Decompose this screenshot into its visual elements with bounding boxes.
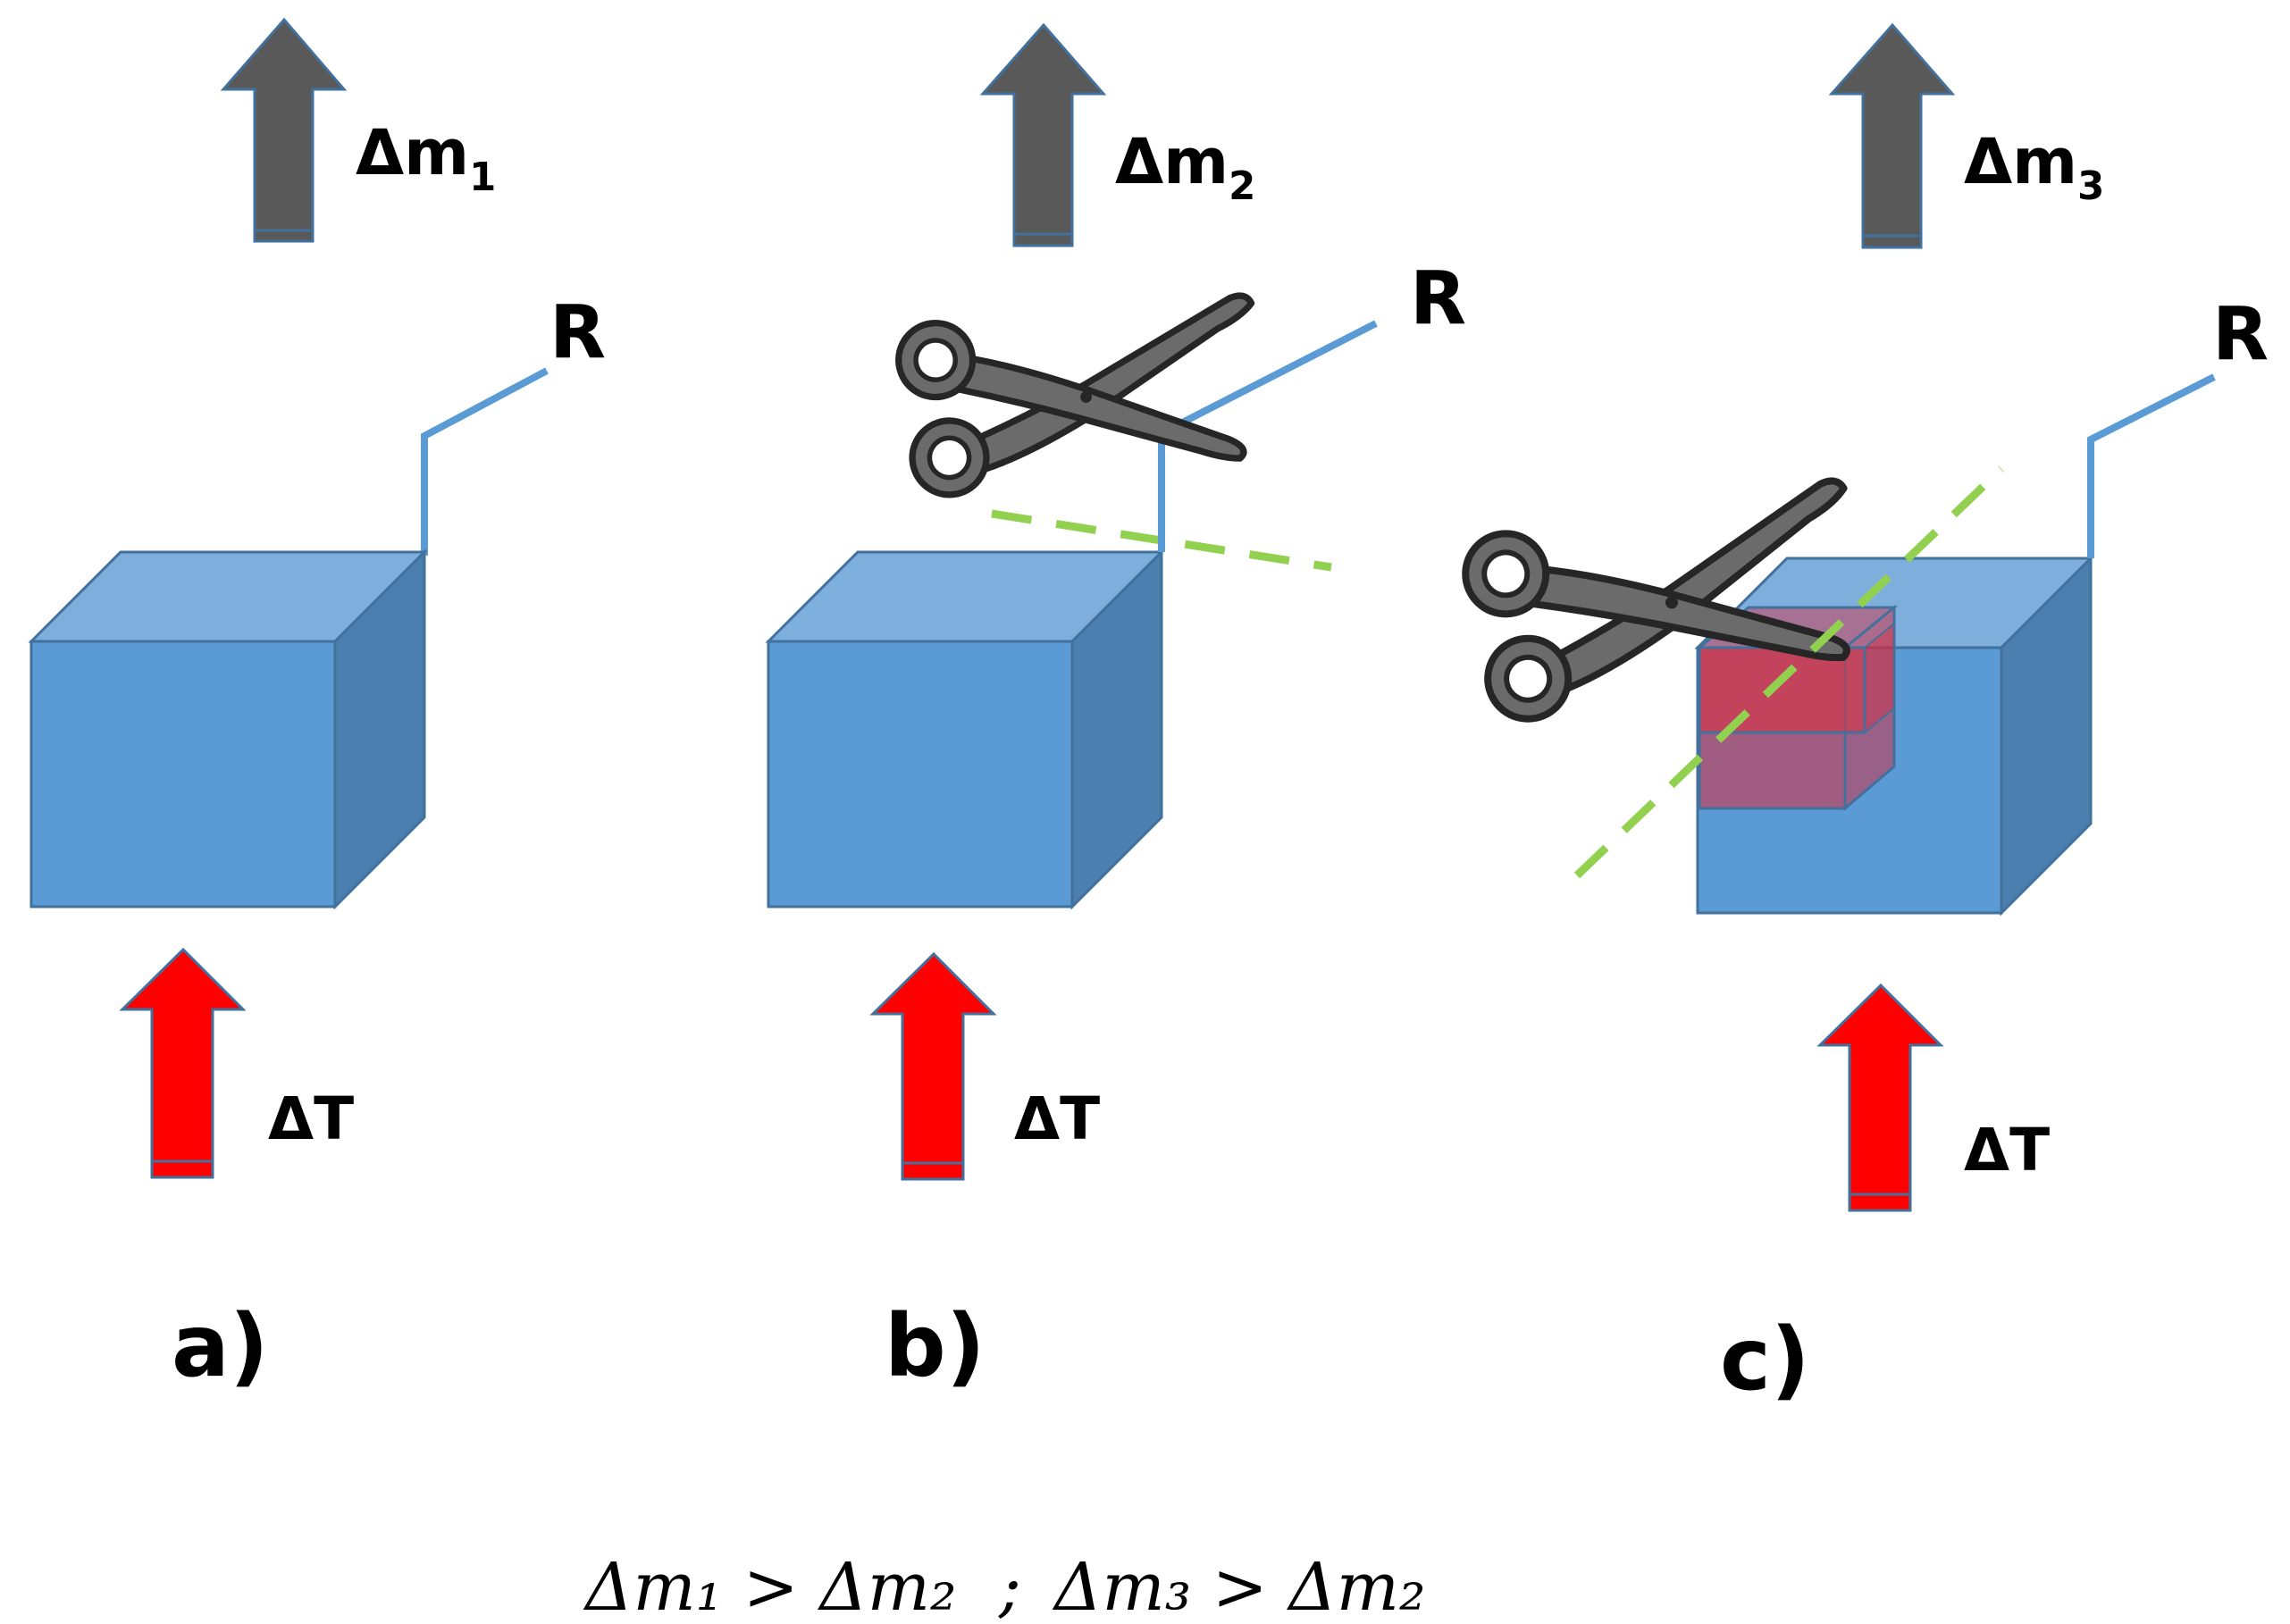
sample-cube-b [765,548,1165,910]
mass-label-b: Δm2 [1115,125,1255,209]
cut-block-c [1695,604,1899,812]
panel-a: Δm1 R ΔT a) [28,17,606,1396]
panel-c: Δm3 R ΔT c) [1458,22,2269,1410]
panel-b: Δm2 R ΔT b) [765,22,1466,1396]
mass-label-c: Δm3 [1964,125,2104,209]
probe-label-c: R [2212,292,2269,377]
mass-arrow-c [1828,22,1956,249]
caption-a: a) [172,1296,269,1396]
probe-wire-c [2087,373,2216,558]
cut-line-b [991,509,1332,572]
probe-label-a: R [549,290,606,375]
temp-label-c: ΔT [1964,1116,2050,1185]
relation-separator: ; [998,1549,1021,1624]
temp-label-a: ΔT [268,1084,354,1153]
caption-c: c) [1720,1310,1810,1410]
mass-arrow-b [979,22,1107,247]
caption-b: b) [885,1296,986,1396]
relation-right: Δm₃ > Δm₂ [1052,1549,1426,1624]
mass-arrow-a [220,17,348,243]
mass-label-a: Δm1 [356,116,496,200]
heat-arrow-c [1816,983,1944,1212]
heat-arrow-b [869,951,997,1181]
sample-cube-a [28,548,428,910]
relation-formula: Δm₁ > Δm₂ ; Δm₃ > Δm₂ [583,1549,1426,1624]
scissors-icon-b [893,279,1272,504]
heat-arrow-a [119,947,247,1179]
probe-label-b: R [1410,256,1466,341]
temp-label-b: ΔT [1014,1084,1100,1153]
cut-line-c [1573,465,2005,879]
relation-left: Δm₁ > Δm₂ [583,1549,957,1624]
probe-wire-a [421,367,549,556]
